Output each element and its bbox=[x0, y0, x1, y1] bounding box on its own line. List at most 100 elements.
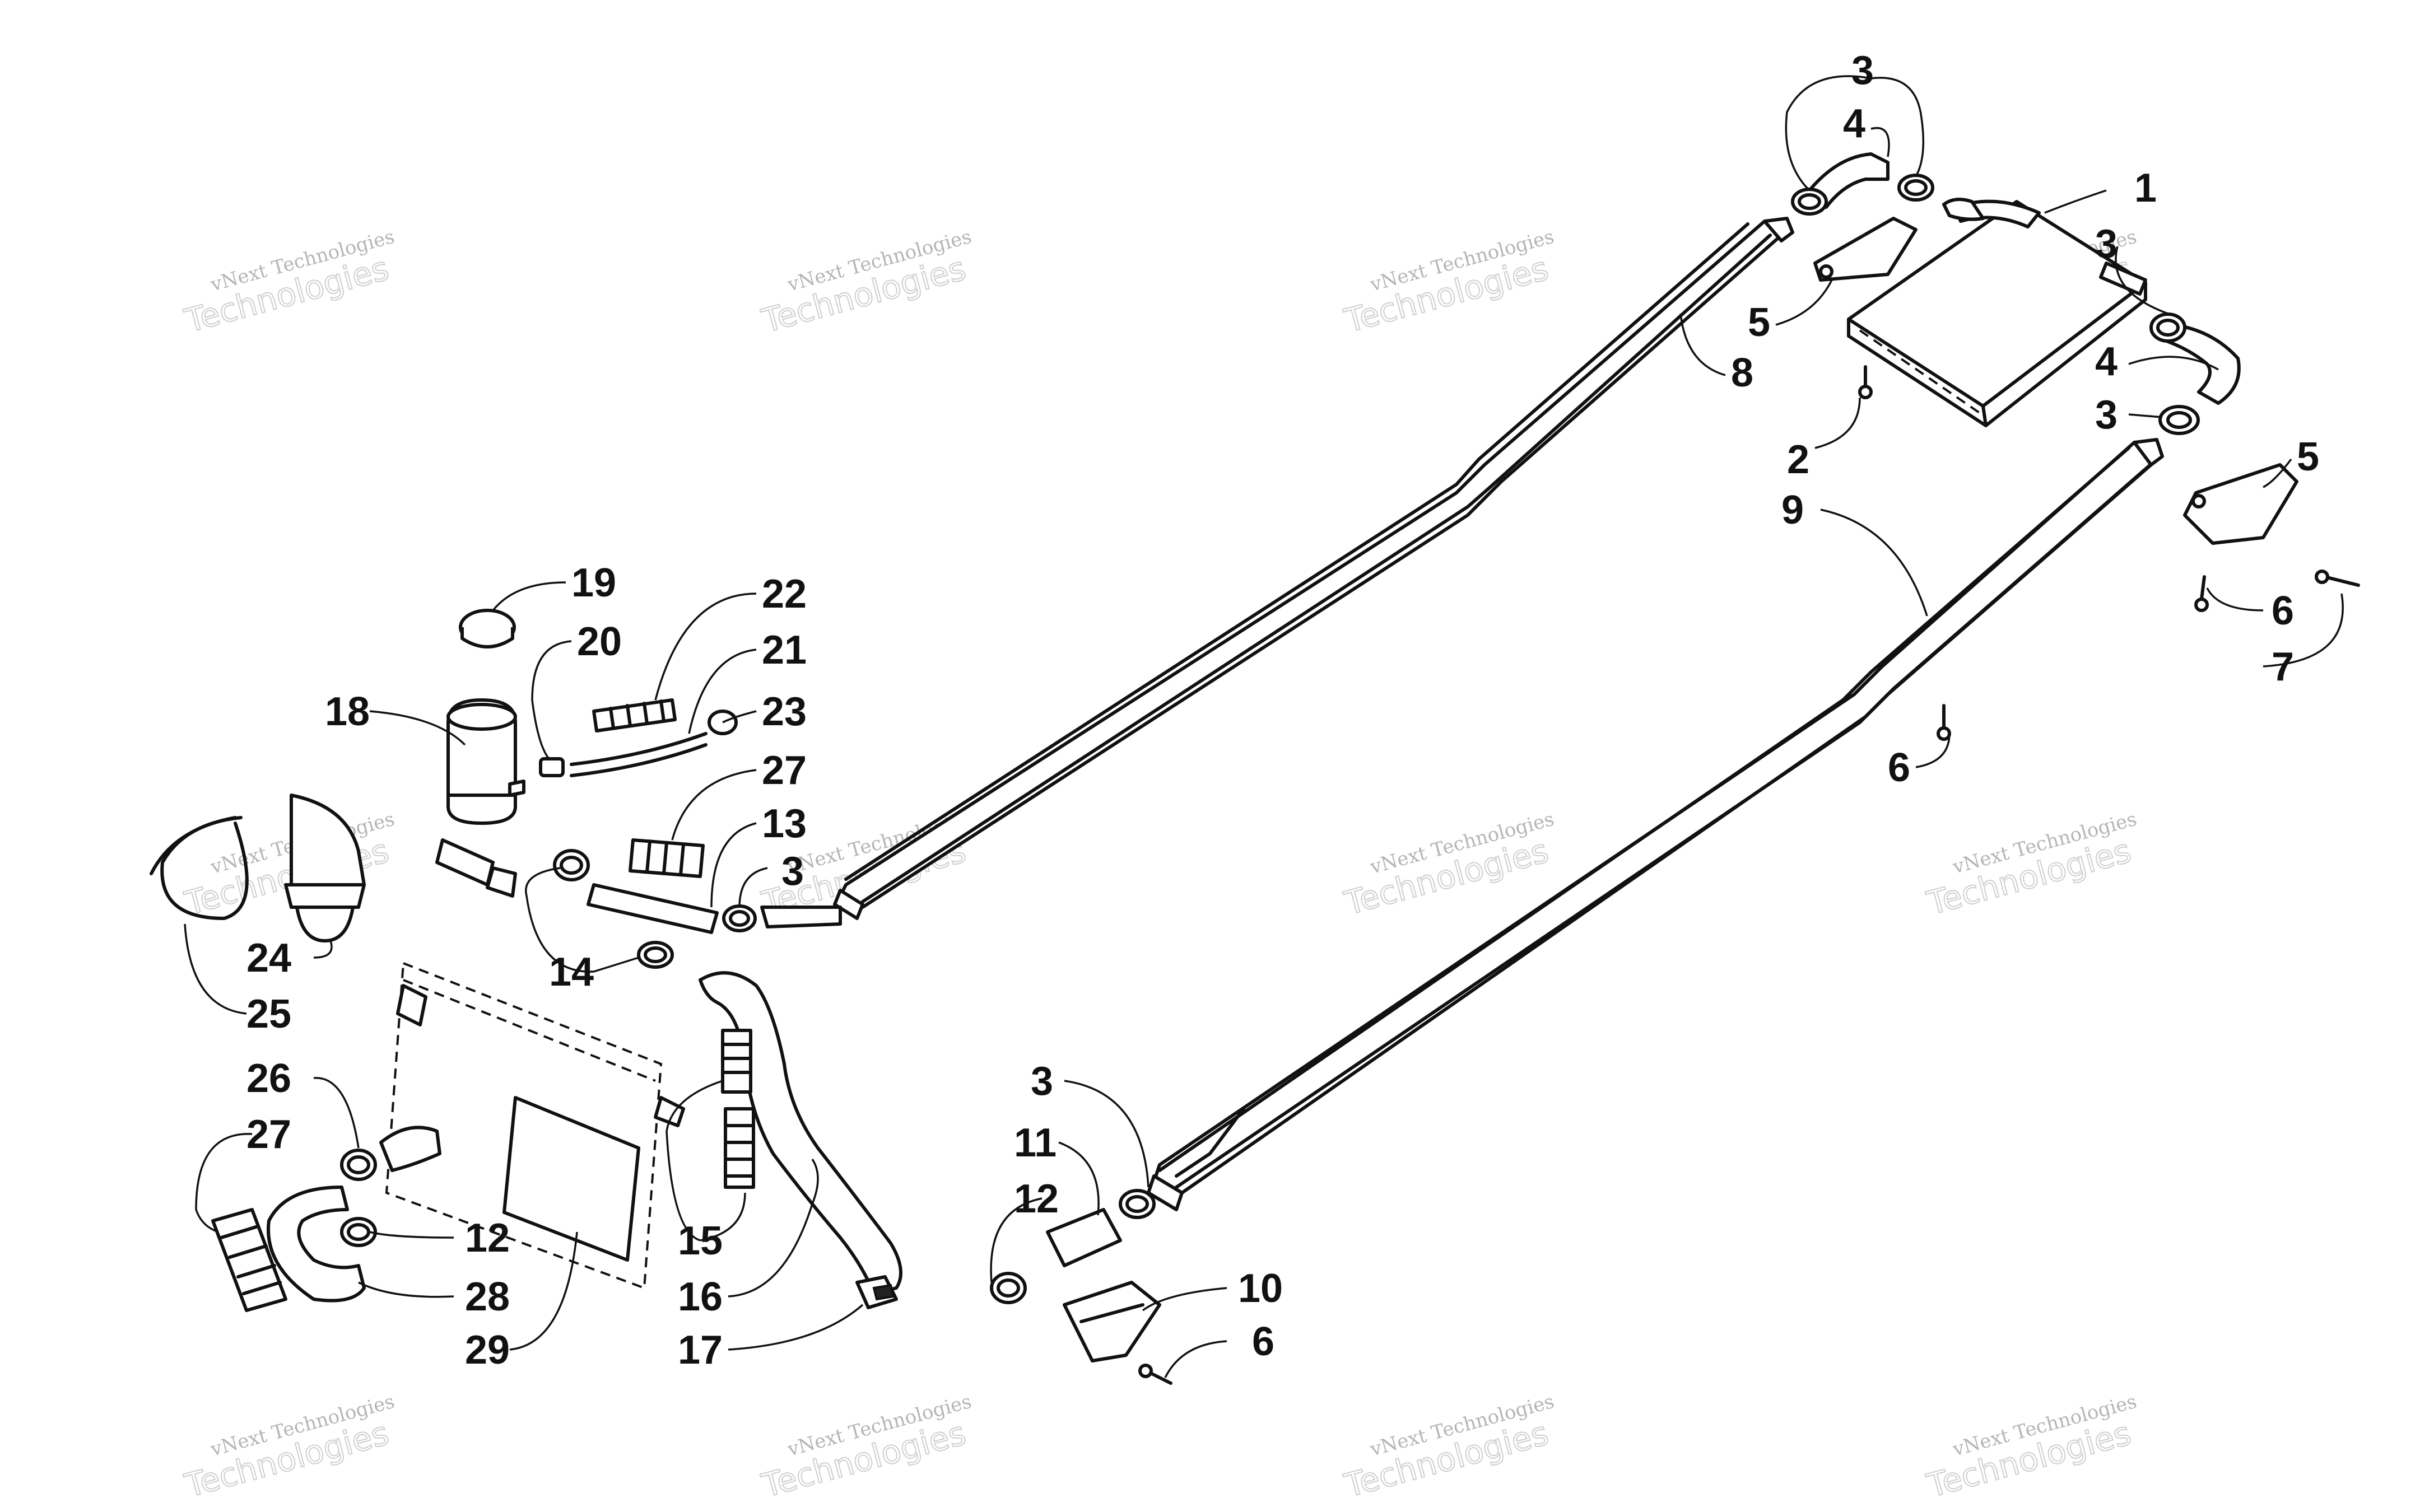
clamp bbox=[2158, 405, 2200, 435]
heat-exchanger bbox=[1847, 199, 2147, 427]
callout-6: 6 bbox=[2272, 589, 2294, 633]
callout-3: 3 bbox=[1851, 48, 1874, 93]
bottle-cap bbox=[459, 609, 516, 648]
leader-line bbox=[2128, 413, 2163, 418]
rivet bbox=[1138, 1364, 1172, 1385]
callout-1: 1 bbox=[2134, 166, 2157, 211]
watermark: vNext Technologies Technologies bbox=[757, 1390, 974, 1506]
leader-line bbox=[2128, 356, 2219, 371]
leader-line bbox=[1775, 279, 1833, 326]
coolant-bottle bbox=[435, 698, 525, 898]
callout-22: 22 bbox=[762, 572, 807, 617]
clamp bbox=[1119, 1189, 1156, 1219]
callout-3: 3 bbox=[781, 849, 804, 894]
leader-line bbox=[1785, 75, 1872, 192]
leader-line bbox=[2263, 458, 2292, 488]
hose-fitting bbox=[855, 1275, 898, 1309]
leader-line bbox=[2115, 246, 2168, 315]
rivet bbox=[1858, 365, 1873, 399]
callout-12: 12 bbox=[465, 1216, 510, 1261]
leader-line bbox=[1820, 508, 1928, 617]
leader-line bbox=[666, 1080, 723, 1242]
callout-23: 23 bbox=[762, 689, 807, 734]
leader-line bbox=[990, 1197, 1043, 1283]
clamp bbox=[990, 1272, 1027, 1304]
exchanger-bracket bbox=[1813, 217, 1918, 282]
callout-4: 4 bbox=[1843, 101, 1865, 146]
callout-4: 4 bbox=[2095, 339, 2118, 384]
watermark: vNext Technologies Technologies bbox=[180, 1390, 397, 1506]
watermark: vNext Technologies Technologies bbox=[1923, 808, 2139, 923]
clamp bbox=[637, 941, 674, 969]
watermark: vNext Technologies Technologies bbox=[1340, 808, 1557, 923]
callout-3: 3 bbox=[1031, 1059, 1053, 1104]
leader-line bbox=[492, 581, 566, 612]
tunnel-cooler-upper bbox=[833, 217, 1794, 920]
leader-line bbox=[1164, 1340, 1227, 1378]
clamp bbox=[340, 1217, 377, 1247]
leader-line bbox=[313, 1077, 360, 1149]
clamp bbox=[2149, 312, 2186, 343]
callout-2: 2 bbox=[1787, 437, 1809, 482]
lower-bracket bbox=[1063, 1281, 1161, 1362]
leader-line bbox=[1064, 1080, 1150, 1188]
callout-10: 10 bbox=[1238, 1266, 1283, 1311]
leader-line bbox=[358, 1281, 454, 1298]
callout-17: 17 bbox=[678, 1328, 723, 1373]
leader-line bbox=[700, 1192, 746, 1242]
callout-16: 16 bbox=[678, 1275, 723, 1319]
spring-sleeve bbox=[211, 1208, 287, 1312]
leader-lines bbox=[184, 75, 2344, 1378]
callout-29: 29 bbox=[465, 1328, 510, 1373]
clamp bbox=[722, 904, 757, 932]
leader-line bbox=[313, 940, 333, 959]
coolant-hose bbox=[587, 883, 842, 934]
callout-27: 27 bbox=[246, 1112, 291, 1157]
parts bbox=[150, 152, 2360, 1385]
callout-5: 5 bbox=[1748, 300, 1770, 345]
leader-line bbox=[1679, 313, 1726, 376]
watermark: vNext Technologies Technologies bbox=[757, 226, 974, 341]
callout-21: 21 bbox=[762, 628, 807, 673]
callout-24: 24 bbox=[246, 936, 291, 981]
leader-line bbox=[671, 769, 757, 841]
leader-line bbox=[2044, 189, 2107, 214]
spring-sleeve bbox=[592, 698, 677, 732]
callout-6: 6 bbox=[1888, 745, 1910, 790]
leader-line bbox=[593, 956, 639, 973]
leader-line bbox=[728, 1159, 819, 1298]
radiator-panel bbox=[385, 962, 685, 1290]
mounting-strap bbox=[150, 816, 249, 920]
callout-18: 18 bbox=[325, 689, 370, 734]
elbow-fitting bbox=[379, 1126, 441, 1172]
leader-line bbox=[1814, 397, 1861, 449]
callout-20: 20 bbox=[577, 619, 622, 664]
vent-hose bbox=[539, 732, 708, 777]
callout-12: 12 bbox=[1014, 1177, 1059, 1221]
leader-line bbox=[1870, 127, 1890, 157]
leader-line bbox=[195, 1133, 253, 1233]
tunnel-cooler-lower bbox=[1147, 438, 2164, 1211]
leader-line bbox=[509, 1231, 578, 1351]
leader-line bbox=[1870, 77, 1925, 177]
watermark: vNext Technologies Technologies bbox=[1340, 226, 1557, 341]
leader-line bbox=[531, 640, 572, 760]
callout-25: 25 bbox=[246, 992, 291, 1037]
callout-7: 7 bbox=[2272, 645, 2294, 689]
watermark: vNext Technologies Technologies bbox=[1923, 1390, 2139, 1506]
callout-8: 8 bbox=[1731, 351, 1753, 395]
spring-sleeve bbox=[721, 1029, 752, 1094]
leader-line bbox=[369, 1231, 454, 1239]
curved-hose-right bbox=[2166, 323, 2241, 405]
spring-sleeve bbox=[724, 1107, 755, 1189]
leader-line bbox=[1142, 1287, 1227, 1312]
leader-line bbox=[710, 822, 757, 908]
leader-line bbox=[525, 867, 594, 973]
lower-coupler bbox=[1046, 1208, 1122, 1267]
callout-5: 5 bbox=[2297, 435, 2319, 479]
callout-28: 28 bbox=[465, 1275, 510, 1319]
callout-15: 15 bbox=[678, 1219, 723, 1263]
watermark: vNext Technologies Technologies bbox=[1340, 1390, 1557, 1506]
rivet bbox=[2194, 575, 2209, 612]
